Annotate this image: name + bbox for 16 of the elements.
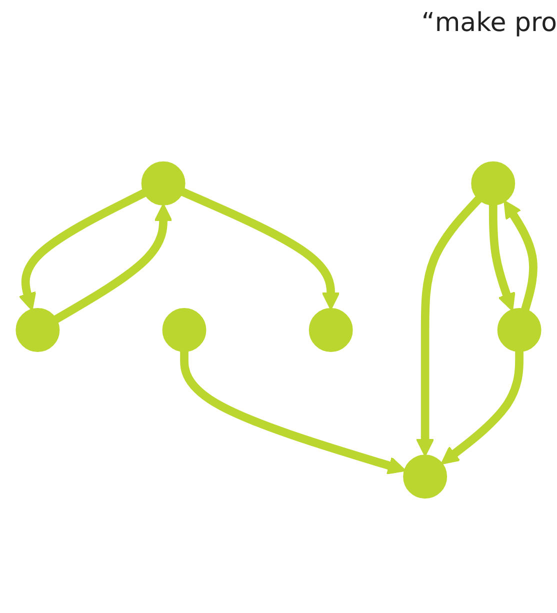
arrow	[54, 204, 173, 324]
node-circle	[141, 161, 186, 206]
node-circle	[308, 308, 353, 352]
arrow	[504, 200, 538, 312]
note-text: “make pro	[421, 8, 557, 38]
node-circle	[497, 308, 542, 352]
node-circle	[162, 308, 206, 352]
arrow	[416, 196, 482, 456]
arrow	[440, 350, 524, 465]
node-circle	[403, 454, 448, 499]
arrow	[180, 350, 406, 474]
node-circle	[16, 308, 60, 352]
arrow	[488, 204, 516, 312]
node-circle	[471, 161, 516, 206]
arrow	[180, 188, 340, 310]
arrow	[18, 189, 146, 311]
